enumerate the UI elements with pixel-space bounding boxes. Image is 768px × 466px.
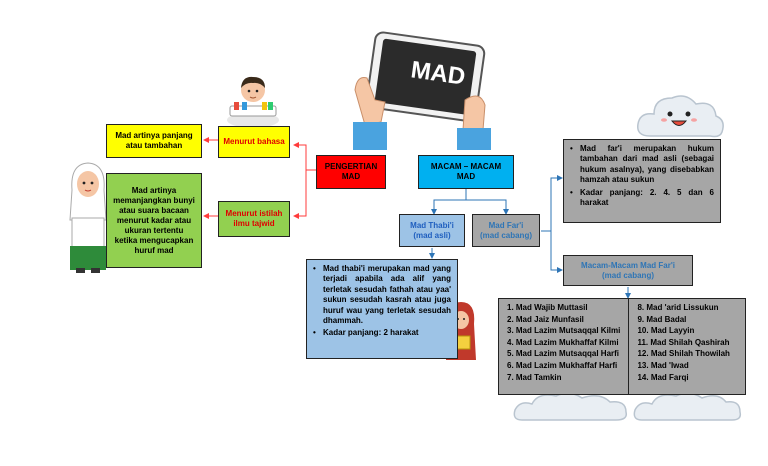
fari-type-item: 5. Mad Lazim Mutsaqqal Harfi [507, 349, 620, 359]
menurut-istilah-node: Menurut istilah ilmu tajwid [218, 201, 290, 237]
fari-type-item: 6. Mad Lazim Mukhaffaf Harfi [507, 360, 618, 370]
fari-type-item: 10. Mad Layyin [637, 326, 695, 336]
mad-fari-title: Mad Far'i [488, 220, 524, 230]
thabii-point-2: Kadar panjang: 2 harakat [313, 328, 451, 339]
fari-point-1: Mad far'i merupakan hukum tambahan dari … [570, 144, 714, 186]
menurut-bahasa-node: Menurut bahasa [218, 126, 290, 158]
fari-type-item: 13. Mad 'Iwad [637, 360, 689, 370]
fari-type-item: 8. Mad 'arid Lissukun [637, 303, 719, 312]
bahasa-definition-text: Mad artinya panjang atau tambahan [115, 131, 193, 150]
pengertian-mad-node: PENGERTIAN MAD [316, 155, 386, 189]
fari-type-item: 11. Mad Shilah Qashirah [637, 337, 730, 347]
menurut-istilah-label: Menurut istilah ilmu tajwid [225, 209, 283, 228]
mad-thabii-subtitle: (mad asli) [413, 230, 451, 240]
mad-thabii-title: Mad Thabi'i [410, 220, 454, 230]
fari-type-item: 1. Mad Wajib Muttasil [507, 303, 588, 312]
mad-fari-description: Mad far'i merupakan hukum tambahan dari … [563, 139, 721, 223]
smiling-cloud-illustration [636, 90, 724, 142]
fari-type-item: 12. Mad Shilah Thowilah [637, 349, 730, 359]
pengertian-mad-label: PENGERTIAN MAD [324, 162, 378, 181]
fari-point-2: Kadar panjang: 2. 4. 5 dan 6 harakat [570, 188, 714, 209]
fari-type-item: 2. Mad Jaiz Munfasil [507, 314, 584, 324]
mad-thabii-node: Mad Thabi'i (mad asli) [399, 214, 465, 247]
istilah-definition-box: Mad artinya memanjangkan bunyi atau suar… [106, 173, 202, 268]
thabii-point-1: Mad thabi'i merupakan mad yang terjadi a… [313, 264, 451, 326]
fari-type-item: 7. Mad Tamkin [507, 372, 562, 382]
girl-illustration [66, 160, 110, 275]
macam-mad-label: MACAM – MACAM MAD [430, 162, 502, 181]
fari-types-right-column: 8. Mad 'arid Lissukun 9. Mad Badal 10. M… [629, 299, 745, 394]
mad-fari-node: Mad Far'i (mad cabang) [472, 214, 540, 247]
tablet-illustration: MAD [345, 30, 495, 150]
fari-type-item: 4. Mad Lazim Mukhaffaf Kilmi [507, 337, 619, 347]
mad-thabii-description: Mad thabi'i merupakan mad yang terjadi a… [306, 259, 458, 359]
fari-types-left-column: 1. Mad Wajib Muttasil 2. Mad Jaiz Munfas… [499, 299, 630, 394]
istilah-definition-text: Mad artinya memanjangkan bunyi atau suar… [113, 185, 195, 255]
macam-fari-subtitle: (mad cabang) [601, 270, 654, 280]
boy-illustration [222, 72, 284, 128]
fari-type-item: 14. Mad Farqi [637, 372, 689, 382]
fari-type-item: 9. Mad Badal [637, 314, 687, 324]
mad-fari-subtitle: (mad cabang) [479, 230, 532, 240]
macam-fari-title: Macam-Macam Mad Far'i [581, 260, 675, 270]
macam-mad-node: MACAM – MACAM MAD [418, 155, 514, 189]
fari-types-table: 1. Mad Wajib Muttasil 2. Mad Jaiz Munfas… [498, 298, 746, 395]
macam-fari-node: Macam-Macam Mad Far'i (mad cabang) [563, 255, 693, 286]
menurut-bahasa-label: Menurut bahasa [223, 137, 285, 146]
fari-type-item: 3. Mad Lazim Mutsaqqal Kilmi [507, 326, 621, 336]
bahasa-definition-box: Mad artinya panjang atau tambahan [106, 124, 202, 158]
cloud-right-illustration [632, 390, 744, 424]
cloud-left-illustration [512, 390, 630, 424]
